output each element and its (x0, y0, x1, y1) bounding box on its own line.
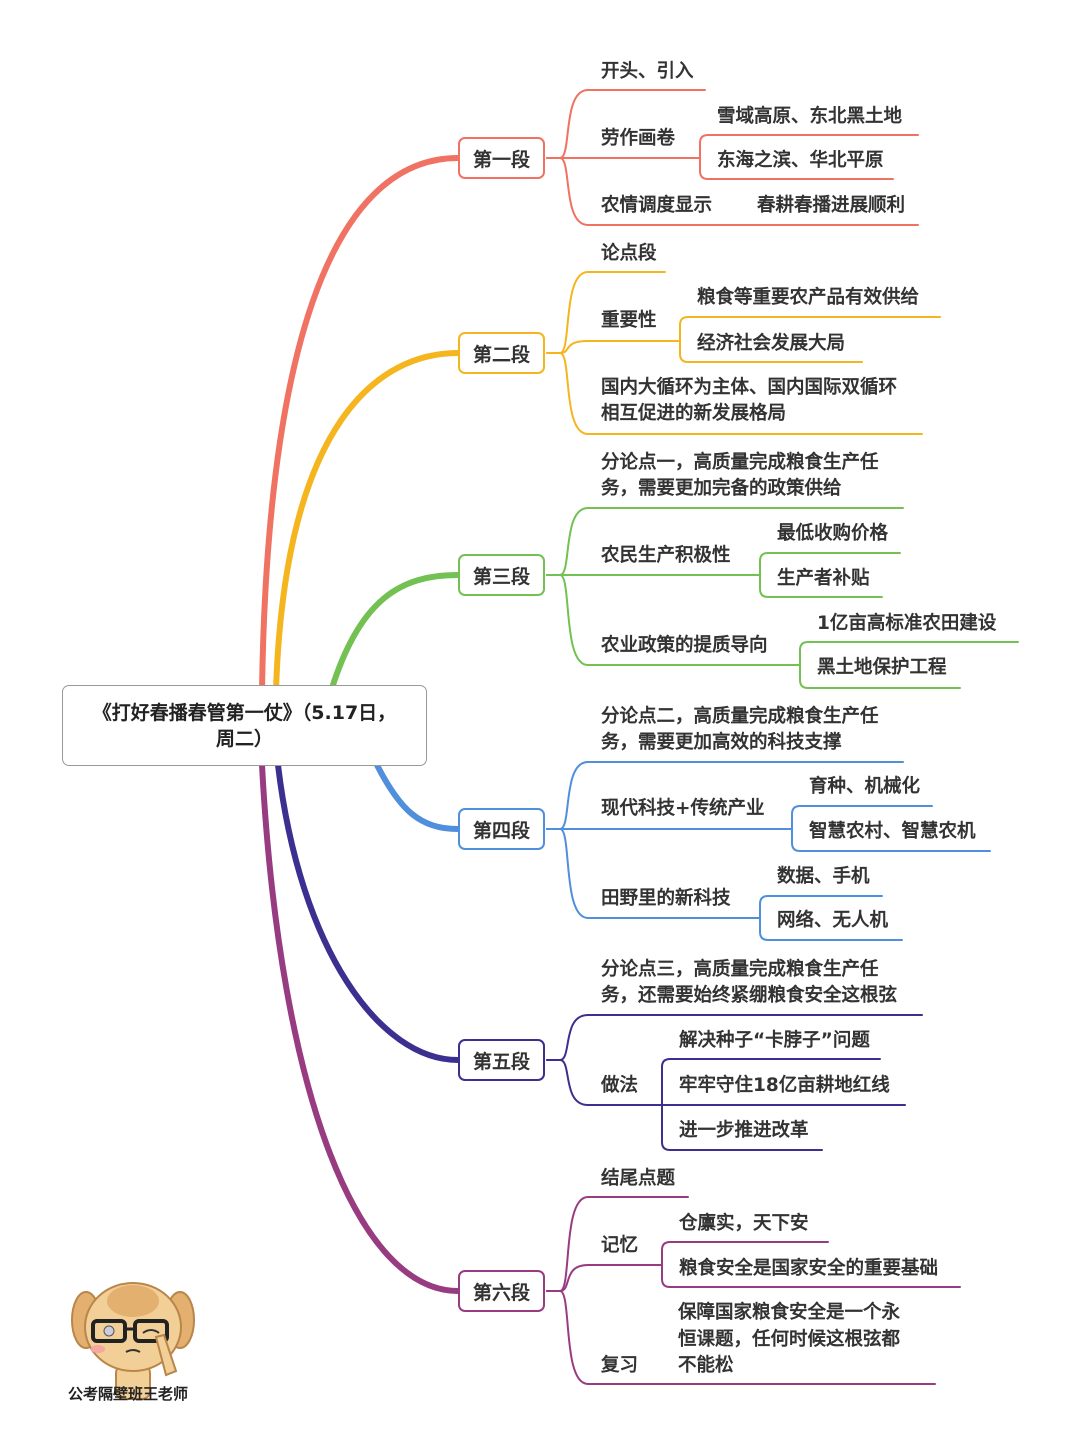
leaf-line (759, 917, 903, 941)
sub-node-note-line[interactable]: 恒课题，任何时候这根弦都 (678, 1328, 901, 1350)
leaf-line (759, 574, 883, 598)
leaf-node[interactable]: 网络、无人机 (777, 910, 889, 931)
sub-node[interactable]: 现代科技+传统产业 (601, 798, 765, 819)
sub-node[interactable]: 田野里的新科技 (601, 888, 731, 909)
leaf-line (799, 641, 1019, 666)
leaf-line (661, 1241, 829, 1266)
dog-mascot-icon (71, 1282, 195, 1400)
main-branch-3 (329, 572, 461, 691)
leaf-node[interactable]: 经济社会发展大局 (697, 333, 846, 354)
leaf-node[interactable]: 粮食安全是国家安全的重要基础 (679, 1258, 939, 1279)
sub-node[interactable]: 论点段 (601, 243, 657, 264)
leaf-line (661, 1058, 881, 1106)
section-node-3[interactable]: 第三段 (458, 554, 545, 596)
sub-node[interactable]: 记忆 (601, 1235, 639, 1256)
sub-node[interactable]: 开头、引入 (601, 61, 694, 82)
sub-node[interactable]: 国内大循环为主体、国内国际双循环 (601, 377, 898, 398)
sub-node[interactable]: 分论点一，高质量完成粮食生产任 (601, 452, 879, 473)
leaf-node[interactable]: 育种、机械化 (809, 776, 921, 797)
leaf-node[interactable]: 东海之滨、华北平原 (717, 150, 884, 171)
leaf-line (799, 664, 961, 689)
leaf-node[interactable]: 粮食等重要农产品有效供给 (697, 287, 920, 308)
leaf-node[interactable]: 雪域高原、东北黑土地 (717, 106, 903, 127)
main-branch-1 (259, 155, 461, 693)
root-node[interactable]: 《打好春播春管第一仗》（5.17日，周二） (62, 685, 427, 766)
sub-branch-line (546, 157, 919, 226)
leaf-line (679, 340, 863, 363)
sub-node-line2[interactable]: 务，需要更加高效的科技支撑 (601, 732, 842, 753)
sub-node[interactable]: 重要性 (601, 310, 657, 331)
leaf-line (661, 1264, 961, 1288)
leaf-node[interactable]: 仓廪实，天下安 (679, 1213, 809, 1234)
leaf-line (699, 157, 894, 180)
leaf-line (679, 316, 941, 342)
sub-node[interactable]: 分论点二，高质量完成粮食生产任 (601, 706, 879, 727)
sub-node[interactable]: 做法 (601, 1075, 639, 1096)
sub-node-line2[interactable]: 务，还需要始终紧绷粮食安全这根弦 (601, 985, 898, 1006)
sub-branch-line (546, 574, 801, 666)
sub-branch-line (546, 1290, 936, 1385)
main-branch-6 (259, 762, 461, 1294)
sub-branch-line (546, 340, 681, 354)
sub-node-note-line[interactable]: 不能松 (678, 1355, 734, 1376)
leaf-node[interactable]: 黑土地保护工程 (817, 657, 947, 678)
root-title: 《打好春播春管第一仗》（5.17日，周二） (92, 701, 397, 750)
sub-branch-line (546, 828, 761, 919)
leaf-node[interactable]: 牢牢守住18亿亩耕地红线 (679, 1075, 890, 1096)
leaf-line (699, 134, 919, 159)
sub-node-note-line[interactable]: 保障国家粮食安全是一个永 (678, 1302, 901, 1323)
sub-node-line2[interactable]: 相互促进的新发展格局 (601, 403, 787, 424)
leaf-line (759, 895, 883, 919)
watermark-label: 公考隔壁班王老师 (68, 1385, 189, 1403)
section-node-5[interactable]: 第五段 (458, 1039, 545, 1081)
sub-branch-line (546, 1059, 663, 1106)
section-node-4[interactable]: 第四段 (458, 808, 545, 850)
sub-node[interactable]: 劳作画卷 (601, 128, 676, 149)
sub-node[interactable]: 结尾点题 (601, 1168, 676, 1189)
main-branch-4 (374, 762, 461, 832)
leaf-line (759, 552, 901, 576)
sub-node[interactable]: 农业政策的提质导向 (601, 635, 768, 656)
sub-node[interactable]: 农情调度显示 (601, 195, 713, 216)
leaf-node[interactable]: 最低收购价格 (777, 523, 889, 544)
leaf-line (791, 805, 933, 830)
sub-node-line2[interactable]: 务，需要更加完备的政策供给 (601, 478, 842, 499)
main-branch-2 (273, 350, 461, 693)
leaf-line (791, 828, 991, 852)
leaf-node[interactable]: 解决种子“卡脖子”问题 (679, 1030, 870, 1051)
leaf-node[interactable]: 智慧农村、智慧农机 (809, 821, 976, 842)
sub-node[interactable]: 分论点三，高质量完成粮食生产任 (601, 959, 879, 980)
main-branch-5 (275, 762, 461, 1063)
section-node-1[interactable]: 第一段 (458, 137, 545, 179)
sub-branch-line (546, 352, 923, 435)
leaf-node[interactable]: 进一步推进改革 (679, 1120, 809, 1141)
sub-node-note[interactable]: 春耕春播进展顺利 (757, 195, 906, 216)
leaf-node[interactable]: 生产者补贴 (777, 568, 870, 589)
leaf-line (661, 1104, 823, 1151)
leaf-node[interactable]: 数据、手机 (777, 866, 870, 887)
section-node-6[interactable]: 第六段 (458, 1270, 545, 1312)
sub-node[interactable]: 农民生产积极性 (601, 545, 731, 566)
sub-node[interactable]: 复习 (601, 1355, 639, 1376)
leaf-node[interactable]: 1亿亩高标准农田建设 (817, 613, 997, 634)
section-node-2[interactable]: 第二段 (458, 332, 545, 374)
